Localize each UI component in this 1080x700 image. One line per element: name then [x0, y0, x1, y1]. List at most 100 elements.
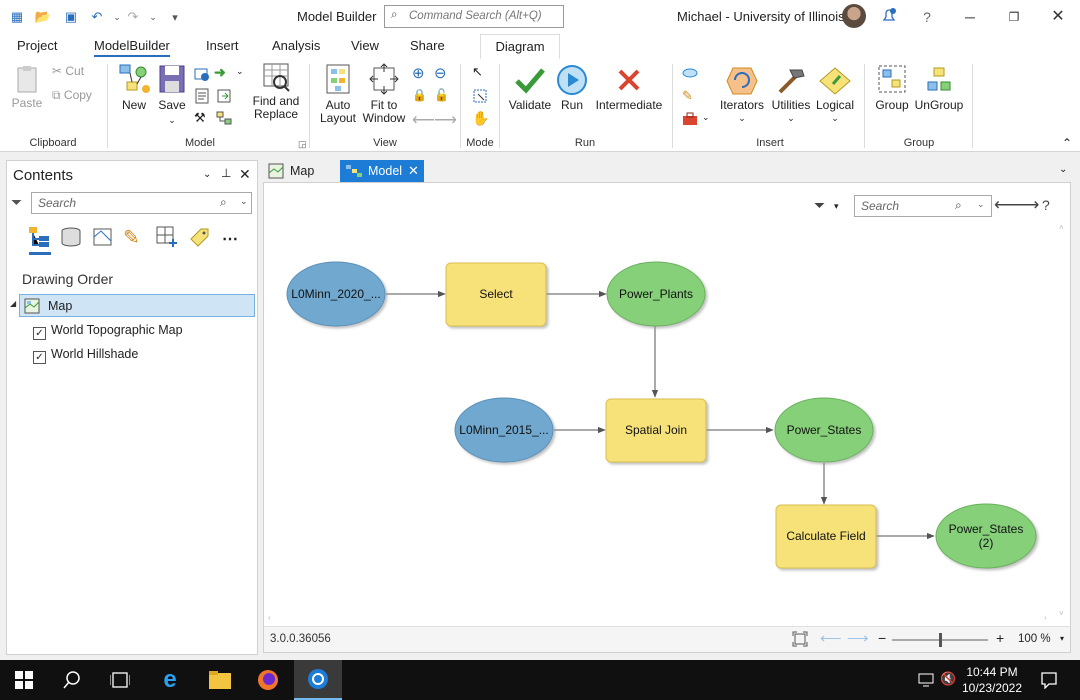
new-model-button[interactable]: New [116, 62, 152, 112]
select-tool-node[interactable]: Select [445, 262, 547, 327]
model-diagram[interactable]: L0Minn_2020_... Select Power_Plants L0Mi… [264, 223, 1056, 608]
next-extent-icon[interactable]: ⟶ [847, 630, 869, 647]
save-project-icon[interactable]: ▣ [64, 9, 78, 24]
new-project-icon[interactable]: ▦ [10, 9, 24, 24]
intermediate-button[interactable]: Intermediate [593, 64, 665, 112]
select-box-icon[interactable] [472, 88, 488, 104]
cut-button[interactable]: ✂ Cut [52, 65, 84, 78]
list-by-snapping-icon[interactable] [155, 225, 179, 252]
notification-bell-icon[interactable] [880, 7, 898, 25]
link-elements-icon[interactable] [216, 110, 232, 126]
close-button[interactable]: ✕ [1051, 8, 1065, 25]
list-by-data-source-icon[interactable] [59, 225, 83, 252]
command-search-input[interactable]: ⌕ Command Search (Alt+Q) [384, 5, 564, 28]
tools-icon[interactable]: ⚒ [194, 110, 206, 125]
select-cursor-icon[interactable]: ↖ [472, 64, 483, 79]
network-icon[interactable] [918, 672, 936, 691]
windows-start-icon[interactable] [0, 660, 48, 700]
previous-extent-icon[interactable]: ⟵ [412, 112, 435, 129]
full-extent-icon[interactable] [792, 631, 808, 650]
canvas-filter-dropdown-icon[interactable]: ▾ [834, 201, 839, 211]
scroll-down-icon[interactable]: ˅ [1059, 609, 1064, 618]
tab-analysis[interactable]: Analysis [272, 38, 321, 53]
zoom-slider-handle[interactable] [939, 633, 942, 647]
calculate-field-tool-node[interactable]: Calculate Field [775, 504, 877, 569]
next-extent-icon[interactable]: ⟶ [434, 112, 457, 129]
tab-model-view[interactable]: Model ✕ [340, 160, 424, 182]
toolbox-icon[interactable] [682, 112, 698, 128]
tab-view[interactable]: View [351, 38, 379, 53]
tab-modelbuilder[interactable]: ModelBuilder [94, 38, 170, 57]
tab-project[interactable]: Project [17, 38, 58, 53]
next-result-icon[interactable]: ⟶ [1015, 195, 1040, 214]
label-pencil-icon[interactable]: ✎ [682, 88, 693, 103]
group-button[interactable]: Group [872, 64, 912, 112]
validate-button[interactable]: Validate [505, 64, 555, 112]
zoom-out-button[interactable]: − [878, 630, 887, 646]
zoom-in-icon[interactable]: ⊕ [412, 65, 425, 82]
iterators-button[interactable]: Iterators ⌄ [718, 66, 766, 125]
open-in-python-icon[interactable] [216, 88, 232, 104]
user-name[interactable]: Michael - University of Illinois [677, 9, 845, 24]
avatar[interactable] [842, 4, 866, 28]
layer-row-hillshade[interactable]: ✓World Hillshade [33, 347, 138, 364]
list-by-labeling-icon[interactable] [187, 225, 211, 252]
volume-muted-icon[interactable]: 🔇 [940, 671, 957, 686]
filter-icon[interactable]: ⏷ [11, 194, 23, 210]
notifications-icon[interactable] [1040, 671, 1058, 692]
unlock-icon[interactable]: 🔓 [434, 88, 449, 102]
zoom-dropdown-icon[interactable]: ▾ [1060, 634, 1065, 643]
previous-extent-icon[interactable]: ⟵ [820, 630, 842, 647]
fit-to-window-button[interactable]: Fit to Window [360, 62, 408, 125]
export-dropdown-icon[interactable]: ⌄ [236, 66, 244, 76]
contents-search-input[interactable]: Search ⌕ ⌄ [31, 192, 252, 214]
canvas-filter-icon[interactable]: ⏷ [814, 197, 826, 213]
redo-dropdown-icon[interactable]: ⌄ [149, 11, 157, 22]
lock-icon[interactable]: 🔒 [412, 88, 427, 102]
paste-button[interactable]: Paste [10, 64, 44, 110]
report-icon[interactable] [194, 88, 210, 104]
close-tab-icon[interactable]: ✕ [408, 163, 419, 178]
canvas-help-icon[interactable]: ? [1042, 197, 1050, 213]
open-folder-icon[interactable]: 📂 [34, 9, 52, 24]
tab-insert[interactable]: Insert [206, 38, 239, 53]
layer-checkbox[interactable]: ✓ [33, 327, 46, 340]
copy-button[interactable]: ⧉ Copy [52, 89, 92, 102]
input-dataset-node[interactable]: L0Minn_2020_... [286, 261, 386, 327]
zoom-out-icon[interactable]: ⊖ [434, 65, 447, 82]
scroll-up-icon[interactable]: ˄ [1059, 223, 1064, 232]
expand-map-icon[interactable]: ◢ [10, 299, 17, 308]
scroll-left-icon[interactable]: ‹ [268, 613, 271, 622]
dialog-launcher-icon[interactable]: ◲ [298, 139, 307, 149]
logical-button[interactable]: Logical ⌄ [814, 66, 856, 125]
help-button[interactable]: ? [923, 9, 931, 25]
task-view-icon[interactable] [96, 660, 144, 700]
list-by-drawing-order-icon[interactable] [27, 225, 51, 252]
close-pane-icon[interactable]: ✕ [239, 166, 251, 182]
tab-diagram[interactable]: Diagram [480, 34, 560, 59]
minimize-button[interactable]: ─ [965, 9, 975, 25]
redo-icon[interactable]: ↷ [127, 9, 139, 24]
ungroup-button[interactable]: UnGroup [914, 64, 964, 112]
pan-hand-icon[interactable]: ✋ [472, 110, 490, 126]
map-tree-item[interactable]: Map [19, 294, 255, 317]
taskbar-search-icon[interactable] [48, 660, 96, 700]
scroll-right-icon[interactable]: › [1044, 613, 1047, 622]
internet-explorer-icon[interactable]: e [163, 666, 177, 693]
utilities-button[interactable]: Utilities ⌄ [768, 66, 814, 125]
zoom-in-button[interactable]: + [996, 630, 1005, 646]
model-properties-icon[interactable] [194, 66, 210, 82]
pane-options-icon[interactable]: ⌄ [203, 169, 212, 180]
firefox-icon[interactable] [244, 660, 292, 700]
tabs-dropdown-icon[interactable]: ⌄ [1059, 164, 1068, 175]
pin-icon[interactable]: ⊥ [221, 166, 232, 180]
save-model-button[interactable]: Save ⌄ [158, 62, 186, 127]
customize-toolbar-icon[interactable]: ▾ [172, 11, 178, 24]
arcgis-pro-taskbar-icon[interactable] [294, 660, 342, 700]
export-arrow-icon[interactable]: ➜ [214, 64, 226, 80]
tab-share[interactable]: Share [410, 38, 445, 53]
search-dropdown-icon[interactable]: ⌄ [240, 196, 248, 206]
restore-button[interactable]: ❐ [1008, 10, 1020, 24]
list-by-selection-icon[interactable] [91, 225, 115, 252]
file-explorer-icon[interactable] [196, 660, 244, 700]
